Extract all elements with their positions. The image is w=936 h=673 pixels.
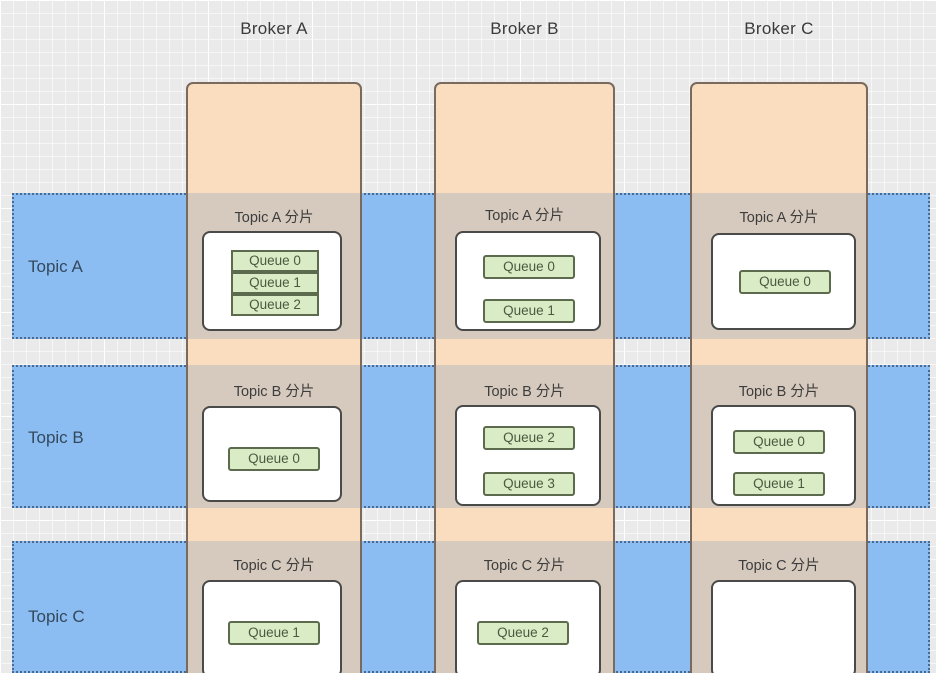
queue-chip-topic-a-broker-a-2[interactable]: Queue 2: [231, 294, 319, 316]
topic-label-topic-c: Topic C: [28, 607, 85, 626]
queue-chip-topic-b-broker-c-0[interactable]: Queue 0: [733, 430, 825, 454]
queue-chip-topic-c-broker-a-0[interactable]: Queue 1: [228, 621, 320, 645]
broker-label-broker-c: Broker C: [744, 19, 814, 38]
broker-label-broker-b: Broker B: [490, 19, 559, 38]
topic-label-topic-a: Topic A: [28, 257, 83, 276]
queue-chip-topic-a-broker-c-0[interactable]: Queue 0: [739, 270, 831, 294]
shard-title-topic-c-broker-c: Topic C 分片: [738, 558, 820, 574]
shard-title-topic-a-broker-a: Topic A 分片: [234, 210, 314, 226]
shard-title-topic-a-broker-c: Topic A 分片: [739, 210, 819, 226]
queue-chip-topic-b-broker-a-0[interactable]: Queue 0: [228, 447, 320, 471]
queue-chip-topic-b-broker-b-1[interactable]: Queue 3: [483, 472, 575, 496]
topic-label-topic-b: Topic B: [28, 428, 84, 447]
shard-title-topic-b-broker-c: Topic B 分片: [738, 384, 820, 400]
queue-card-topic-c-broker-c: [711, 580, 856, 673]
shard-title-topic-a-broker-b: Topic A 分片: [485, 208, 564, 224]
broker-label-broker-a: Broker A: [240, 19, 308, 38]
shard-title-topic-c-broker-a: Topic C 分片: [233, 558, 315, 574]
queue-chip-topic-a-broker-b-0[interactable]: Queue 0: [483, 255, 575, 279]
queue-chip-topic-a-broker-a-1[interactable]: Queue 1: [231, 272, 319, 294]
queue-chip-topic-c-broker-b-0[interactable]: Queue 2: [477, 621, 569, 645]
queue-chip-topic-a-broker-b-1[interactable]: Queue 1: [483, 299, 575, 323]
shard-title-topic-b-broker-b: Topic B 分片: [484, 384, 565, 400]
shard-title-topic-b-broker-a: Topic B 分片: [233, 384, 315, 400]
queue-chip-topic-b-broker-c-1[interactable]: Queue 1: [733, 472, 825, 496]
queue-chip-topic-a-broker-a-0[interactable]: Queue 0: [231, 250, 319, 272]
shard-title-topic-c-broker-b: Topic C 分片: [483, 558, 566, 574]
queue-chip-topic-b-broker-b-0[interactable]: Queue 2: [483, 426, 575, 450]
